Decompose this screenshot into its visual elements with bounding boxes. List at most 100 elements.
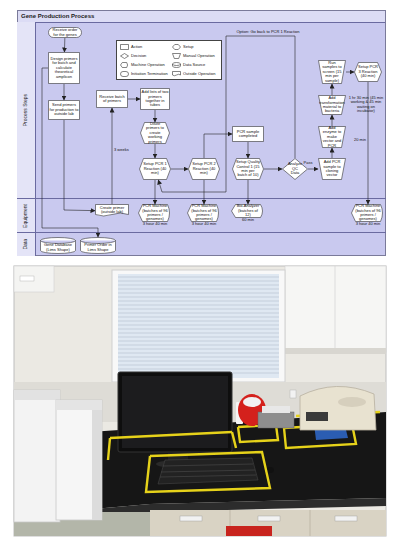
node-label: Create primer (outside lab) [97,206,127,215]
action-box: Receive batch of primers [96,90,128,108]
legend-label: Initiation Termination [131,72,169,76]
outside-operation-shape-outline [96,205,129,217]
swimlane: Process Steps Receive order for the genes… [17,22,386,198]
node-label: Run samples to screen (15 min per sample… [322,61,342,83]
legend-symbol [120,44,129,50]
edge-label: 3 weeks [114,148,144,152]
setup-hexagon: Setup PCR 3 Reaction (40 min) [354,62,382,82]
legend-label: Action [131,45,169,49]
terminator-box-shape-outline [49,28,82,38]
node-text-wrap: Gene Database (Lims Shape) [40,237,76,254]
legend-symbol-outline [173,54,181,59]
setup-hexagon: Setup Quality Control 1 (15 min per batc… [232,158,264,180]
setup-hexagon-shape-outline [141,123,170,144]
node-text-wrap: Setup PCR 2 Reaction (40 min) [188,158,220,180]
timing-note: 20 min [348,138,372,142]
legend-label: Outside Operation [183,72,221,76]
action-box-shape-outline [49,53,80,84]
manual-operation-shape-outline [319,127,346,148]
legend-symbol [120,62,129,68]
node-text-wrap: PCR Machine (batches of 96 primers / gen… [187,204,221,222]
legend-symbol-outline [173,45,181,50]
setup-hexagon-shape-outline [355,63,382,82]
node-label: Dilute primers to create working primers [144,122,166,144]
data-source: Primer Order in Lims Shape [80,237,116,254]
node-label: Setup PCR 2 Reaction (40 min) [192,162,216,175]
flow-connector [42,68,98,237]
node-text-wrap: Add enzyme to make vector and PCR [318,126,346,148]
flow-connector [332,148,333,158]
manual-operation: Run samples to screen (15 min per sample… [318,60,346,84]
data-source-shape-outline [81,238,116,254]
edge-label: Option: Go back to PCR 1 Reaction [228,30,308,34]
flow-connector [128,99,140,100]
legend-label: Manual Operation [183,54,221,58]
lane-label: Process Steps [23,94,29,126]
flow-connector [248,180,249,204]
machine-operation: PCR Machine (batches of 96 primers / gen… [187,204,221,222]
node-text-wrap: Setup Quality Control 1 (15 min per batc… [232,158,264,180]
edge-label: Pass [300,161,316,165]
machine-operation-shape-outline [232,205,263,218]
manual-operation: Add enzyme to make vector and PCR [318,126,346,148]
legend-label: Setup [183,45,221,49]
node-text-wrap: Receive batch of primers [96,90,128,108]
node-label: Add PCR sample to cloning vector [322,160,342,178]
flow-connector [264,169,282,170]
legend-symbol-outline [121,54,129,59]
flow-connector [155,110,156,122]
action-box-shape-outline [233,127,264,142]
node-text-wrap: PCR sample completed [232,126,264,142]
setup-hexagon: Setup PCR 1 Reaction (40 min) [139,158,171,180]
flow-connector [64,120,95,211]
flow-connector [171,169,188,170]
node-label: Setup PCR 3 Reaction (40 min) [358,65,378,78]
setup-hexagon: Dilute primers to create working primers [140,122,170,144]
node-label: PCR Machine (batches of 96 primers / gen… [191,204,217,222]
node-text-wrap: Add lists of two primers together in tub… [140,88,170,110]
terminator-box: Receive order for the genes [48,27,82,38]
node-label: Receive order for the genes [51,28,79,37]
node-text-wrap: Add transformation material to bacteria [318,95,346,115]
node-label: Gene Database (Lims Shape) [42,243,74,252]
legend-symbol-outline [121,63,128,68]
lab-photo [0,262,400,538]
node-label: Bio-Analyzer (batches of 12) [235,204,261,217]
node-text-wrap: PCR Machine (batches of 96 primers / gen… [351,204,385,222]
node-label: Receive batch of primers [98,95,127,104]
flow-connector [64,84,65,100]
node-label: Send primers for production to outside l… [50,103,79,116]
flow-connector [332,84,333,95]
outside-operation: Create primer (outside lab) [95,204,129,218]
legend-symbol [172,71,181,77]
action-box: Send primers for production to outside l… [48,100,80,120]
legend-symbol [120,53,129,59]
flow-connector [248,142,249,158]
legend-symbol-outline [121,72,129,77]
flow-connector [64,38,65,52]
legend-label: Machine Operation [131,63,169,67]
node-label: Add lists of two primers together in tub… [142,90,169,108]
legend-symbol-outline [173,63,181,68]
node-label: Add transformation material to bacteria [319,96,345,114]
node-label: Setup PCR 1 Reaction (40 min) [143,162,167,175]
node-text-wrap: Bio-Analyzer (batches of 12) [231,204,265,218]
swimlane: DataGene Database (Lims Shape)Primer Ord… [17,232,386,256]
node-label: PCR Machine (batches of 96 primers / gen… [355,204,381,222]
node-text-wrap: PCR Machine (batches of 96 primers / gen… [138,204,172,222]
data-source-shape-outline [41,238,76,254]
node-label: PCR sample completed [234,130,263,139]
machine-operation: PCR Machine (batches of 96 primers / gen… [351,204,385,222]
flow-connector [308,169,318,170]
legend-symbol [172,44,181,50]
legend-symbol [172,53,181,59]
timing-note: 3 hour 40 min [351,222,385,226]
manual-operation: Add PCR sample to cloning vector [318,158,346,180]
diagram-title: Gene Production Process [21,13,94,20]
node-label: Design primers for batch and calculate t… [50,57,79,79]
machine-operation-shape-outline [352,205,383,222]
timing-note: 60 min [231,218,265,222]
setup-hexagon-shape-outline [233,159,264,180]
node-text-wrap: Design primers for batch and calculate t… [48,52,80,84]
